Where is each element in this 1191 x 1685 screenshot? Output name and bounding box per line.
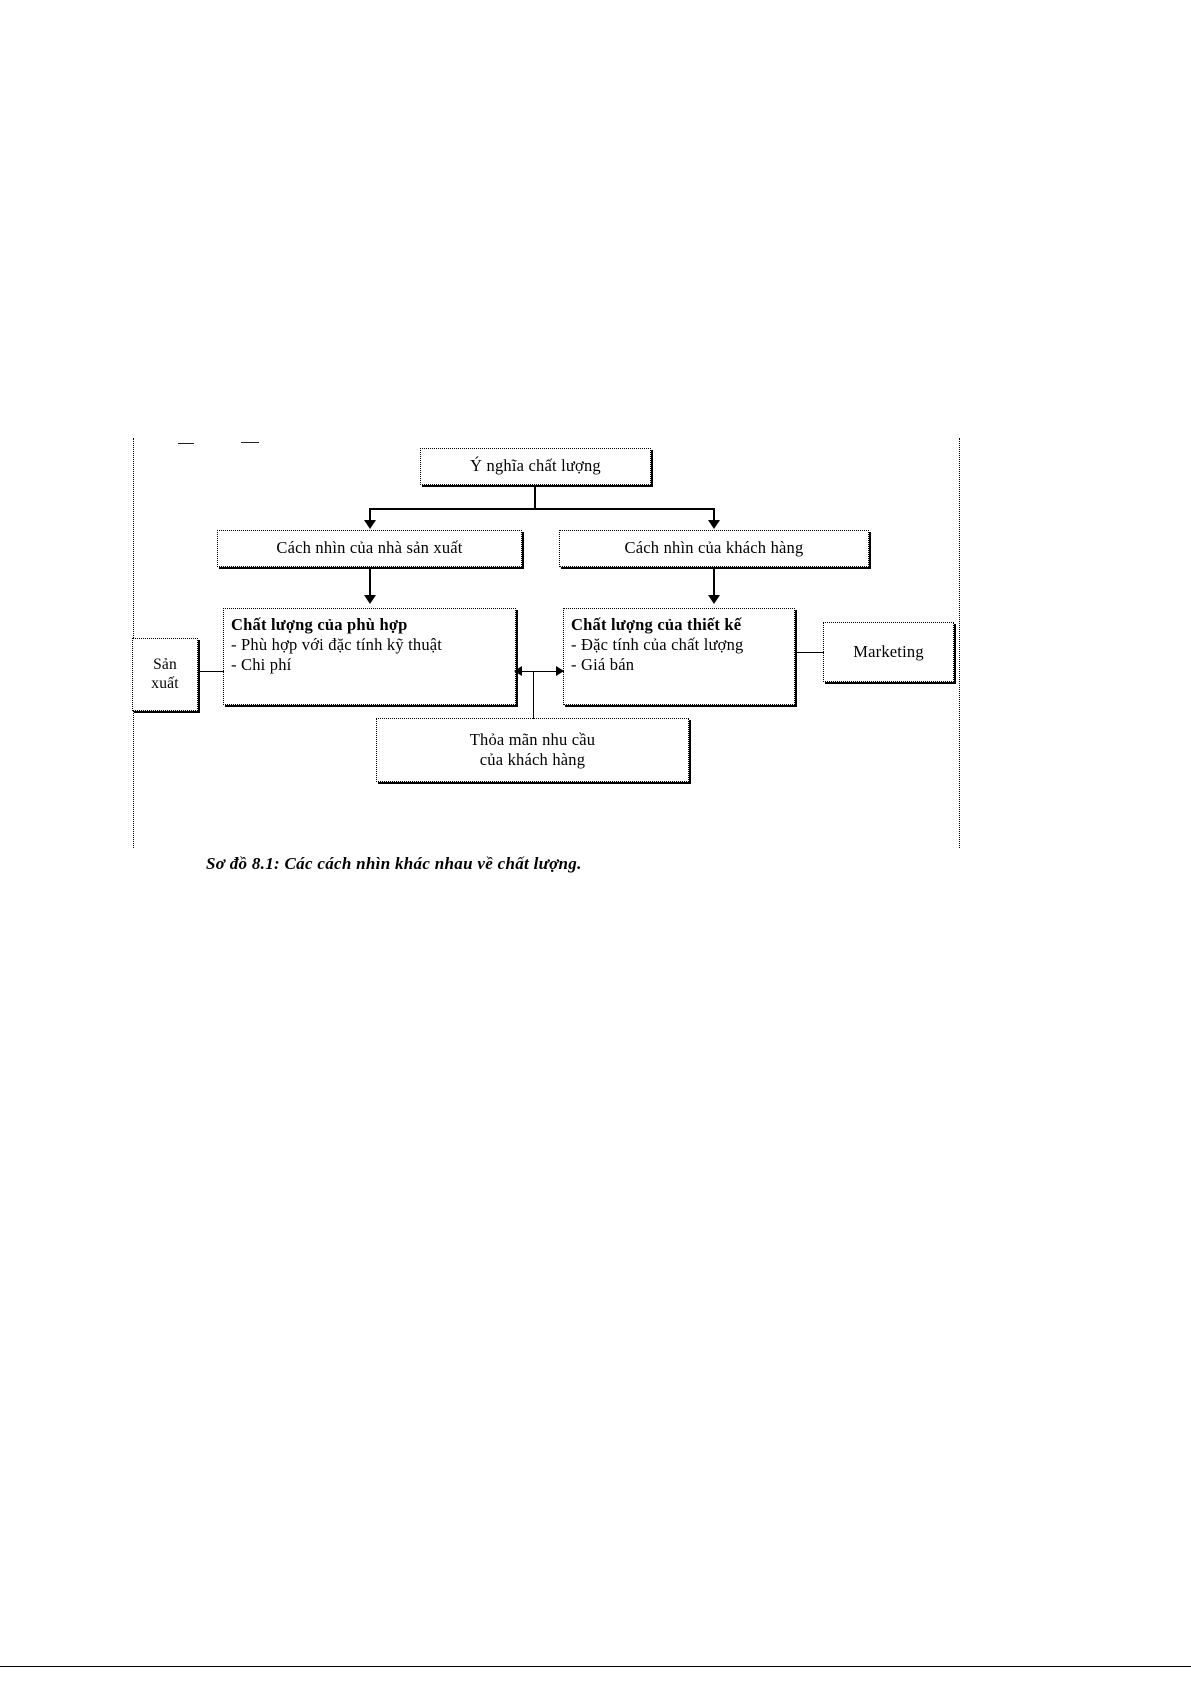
stray-mark-2	[241, 442, 259, 443]
page-footer-rule	[0, 1666, 1191, 1667]
stray-mark-1	[178, 443, 194, 444]
box-customer-satisfaction[interactable]: Thỏa mãn nhu cầu của khách hàng	[376, 718, 689, 782]
connector-production-link	[198, 671, 224, 672]
arrow-down-icon-customer	[708, 520, 720, 529]
figure-diagram: Ý nghĩa chất lượng Cách nhìn của nhà sản…	[132, 438, 960, 848]
arrow-down-icon-design	[708, 595, 720, 604]
box-conformance-quality[interactable]: Chất lượng của phù hợp - Phù hợp với đặc…	[223, 608, 516, 705]
box-design-quality-item-1: - Giá bán	[571, 655, 635, 675]
box-marketing[interactable]: Marketing	[823, 622, 954, 682]
arrow-down-icon-conformance	[364, 595, 376, 604]
box-producer-view[interactable]: Cách nhìn của nhà sản xuất	[217, 530, 522, 567]
connector-customer-to-design	[713, 567, 715, 597]
box-producer-view-label: Cách nhìn của nhà sản xuất	[276, 538, 463, 558]
connector-to-producer	[369, 508, 371, 522]
box-conformance-quality-item-1: - Chi phí	[231, 655, 292, 675]
figure-caption: Sơ đồ 8.1: Các cách nhìn khác nhau về ch…	[206, 854, 582, 873]
box-customer-satisfaction-line-2: của khách hàng	[479, 750, 586, 769]
box-conformance-quality-title: Chất lượng của phù hợp	[231, 615, 408, 634]
box-production-line-1: Sản	[153, 655, 177, 673]
box-customer-view[interactable]: Cách nhìn của khách hàng	[559, 530, 869, 567]
arrow-down-icon-producer	[364, 520, 376, 529]
box-production-line-2: xuất	[151, 674, 179, 692]
connector-meaning-stem	[534, 487, 536, 509]
connector-producer-to-conformance	[369, 567, 371, 597]
box-quality-meaning[interactable]: Ý nghĩa chất lượng	[420, 448, 651, 485]
connector-marketing-link	[795, 652, 824, 653]
box-customer-view-label: Cách nhìn của khách hàng	[624, 538, 804, 558]
box-marketing-label: Marketing	[853, 641, 924, 661]
connector-satisfaction-stem	[533, 671, 534, 719]
connector-split-bar	[369, 508, 715, 510]
connector-to-customer	[713, 508, 715, 522]
arrow-right-icon-design	[556, 666, 564, 676]
box-quality-meaning-label: Ý nghĩa chất lượng	[470, 456, 601, 476]
box-conformance-quality-item-0: - Phù hợp với đặc tính kỹ thuật	[231, 635, 443, 655]
box-design-quality-item-0: - Đặc tính của chất lượng	[571, 635, 744, 655]
box-production[interactable]: Sản xuất	[132, 638, 198, 711]
arrow-left-icon-conformance	[514, 666, 522, 676]
box-design-quality[interactable]: Chất lượng của thiết kế - Đặc tính của c…	[563, 608, 795, 705]
box-customer-satisfaction-line-1: Thỏa mãn nhu cầu	[469, 729, 596, 749]
figure-right-rule	[959, 438, 960, 848]
box-design-quality-title: Chất lượng của thiết kế	[571, 615, 742, 634]
connector-satisfaction-bar	[522, 671, 564, 672]
